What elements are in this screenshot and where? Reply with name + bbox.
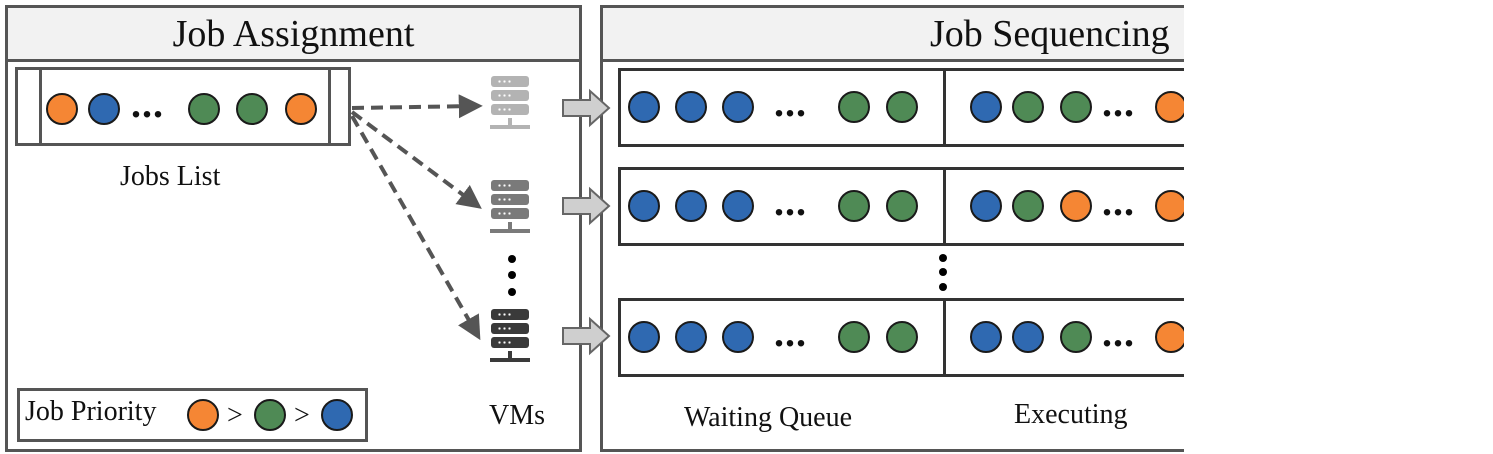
legend-green-circle [254,399,286,431]
legend-greater-than: > [227,400,243,431]
waiting-job-green [838,91,870,123]
waiting-job-blue [675,321,707,353]
jobs-list-job-green [188,93,220,125]
waiting-ellipsis: ... [774,179,807,224]
figure-crop-mask [1184,0,1493,454]
queue-vertical-ellipsis [939,254,947,291]
waiting-job-green [886,190,918,222]
jobs-list-left-cap [39,70,42,143]
executing-job-blue [970,91,1002,123]
executing-ellipsis: ... [1102,80,1135,125]
waiting-queue-label: Waiting Queue [684,402,853,433]
job-sequencing-panel: Job Sequencing [600,5,1200,452]
legend-blue-circle [321,399,353,431]
waiting-job-blue [722,190,754,222]
waiting-job-blue [628,91,660,123]
jobs-list-label: Jobs List [120,161,221,192]
jobs-list-job-orange [46,93,78,125]
jobs-list-ellipsis: ... [131,81,164,126]
executing-job-green [1012,190,1044,222]
fat-arrow-row-2-icon [562,186,611,226]
waiting-job-blue [722,321,754,353]
priority-legend-label: Job Priority [25,396,157,427]
priority-legend-box [17,388,368,442]
dashed-arrow-to-vm-2 [350,110,482,209]
waiting-ellipsis: ... [774,80,807,125]
executing-job-blue [970,190,1002,222]
waiting-job-green [838,190,870,222]
legend-greater-than: > [294,400,310,431]
jobs-list-job-orange [285,93,317,125]
legend-orange-circle [187,399,219,431]
dashed-arrow-to-vm-3 [350,115,481,341]
vm-server-3-icon [490,309,530,362]
waiting-job-green [886,321,918,353]
queue-divider [943,170,946,243]
vms-label: VMs [489,400,546,431]
waiting-job-blue [722,91,754,123]
executing-job-blue [1012,321,1044,353]
executing-job-green [1012,91,1044,123]
executing-ellipsis: ... [1102,179,1135,224]
job-assignment-title: Job Assignment [8,8,579,62]
queue-divider [943,301,946,374]
waiting-job-blue [675,91,707,123]
waiting-job-blue [628,190,660,222]
fat-arrow-row-3-icon [562,316,611,356]
waiting-job-blue [628,321,660,353]
waiting-job-green [838,321,870,353]
dashed-arrow-to-vm-1 [351,94,483,119]
fat-arrow-row-1-icon [562,88,611,128]
vm-vertical-ellipsis [508,255,516,296]
waiting-job-green [886,91,918,123]
jobs-list-job-green [236,93,268,125]
executing-label: Executing [1014,399,1128,430]
jobs-list-job-blue [88,93,120,125]
job-sequencing-title: Job Sequencing [603,8,1197,62]
waiting-job-blue [675,190,707,222]
executing-ellipsis: ... [1102,310,1135,355]
executing-job-orange [1155,321,1187,353]
waiting-ellipsis: ... [774,310,807,355]
vm-server-1-icon [490,76,530,129]
executing-job-blue [970,321,1002,353]
executing-job-orange [1060,190,1092,222]
jobs-list-right-cap [328,70,331,143]
vm-server-2-icon [490,180,530,233]
job-sequencing-title-text: Job Sequencing [930,13,1170,55]
executing-job-green [1060,91,1092,123]
queue-divider [943,71,946,144]
executing-job-green [1060,321,1092,353]
